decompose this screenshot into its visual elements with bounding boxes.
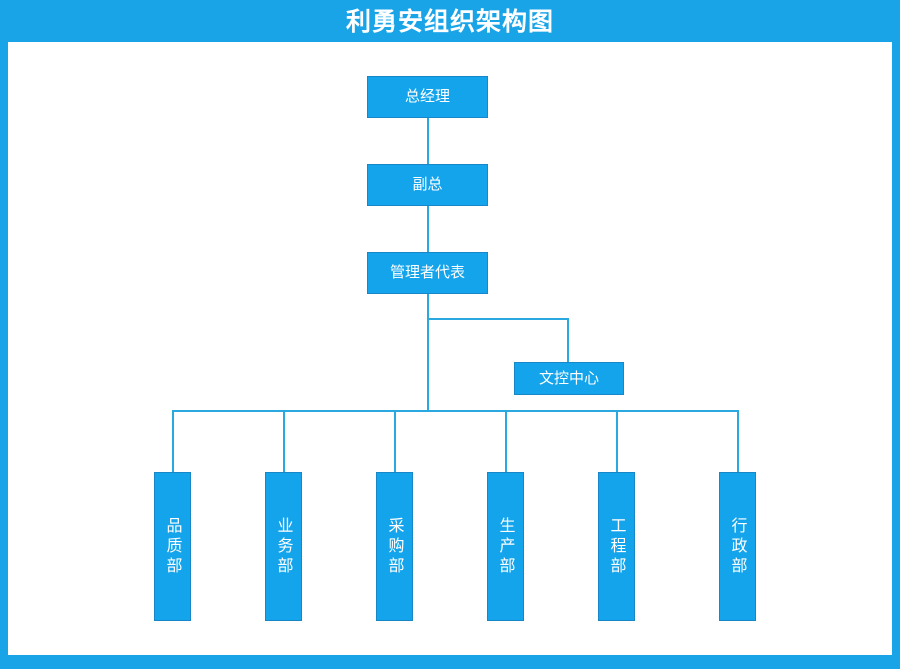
connector-gm-to-vgm <box>427 118 429 164</box>
connector-mr-to-doc-horizontal <box>427 318 568 320</box>
connector-drop-dept4 <box>505 410 507 472</box>
node-production-department[interactable]: 生产部 <box>487 472 524 621</box>
node-general-manager[interactable]: 总经理 <box>367 76 488 118</box>
connector-drop-dept2 <box>283 410 285 472</box>
connector-drop-dept5 <box>616 410 618 472</box>
node-general-manager-label: 总经理 <box>404 87 450 106</box>
node-purchasing-department[interactable]: 采购部 <box>376 472 413 621</box>
node-business-department-label: 业务部 <box>274 516 294 577</box>
node-engineering-department-label: 工程部 <box>607 516 627 577</box>
node-deputy-general-manager[interactable]: 副总 <box>367 164 488 206</box>
connector-drop-dept3 <box>394 410 396 472</box>
node-management-representative-label: 管理者代表 <box>389 263 465 282</box>
node-management-representative[interactable]: 管理者代表 <box>367 252 488 294</box>
node-administration-department[interactable]: 行政部 <box>719 472 756 621</box>
chart-canvas: 总经理 副总 管理者代表 文控中心 品质部 业务部 采购部 生产部 工程部 行政… <box>8 42 892 655</box>
node-document-control-center-label: 文控中心 <box>538 368 599 387</box>
connector-mr-to-doc-vertical <box>567 318 569 363</box>
connector-drop-dept1 <box>172 410 174 472</box>
node-business-department[interactable]: 业务部 <box>265 472 302 621</box>
connector-drop-dept6 <box>737 410 739 472</box>
node-engineering-department[interactable]: 工程部 <box>598 472 635 621</box>
connector-mr-spine <box>427 294 429 412</box>
node-administration-department-label: 行政部 <box>728 516 748 577</box>
title-bar: 利勇安组织架构图 <box>0 0 900 42</box>
node-quality-department[interactable]: 品质部 <box>154 472 191 621</box>
connector-vgm-to-mr <box>427 206 429 252</box>
node-production-department-label: 生产部 <box>496 516 516 577</box>
page-title: 利勇安组织架构图 <box>345 6 554 36</box>
node-deputy-general-manager-label: 副总 <box>412 175 443 194</box>
node-purchasing-department-label: 采购部 <box>385 516 405 577</box>
node-document-control-center[interactable]: 文控中心 <box>514 362 624 395</box>
node-quality-department-label: 品质部 <box>163 516 183 577</box>
connector-department-bus <box>172 410 739 412</box>
